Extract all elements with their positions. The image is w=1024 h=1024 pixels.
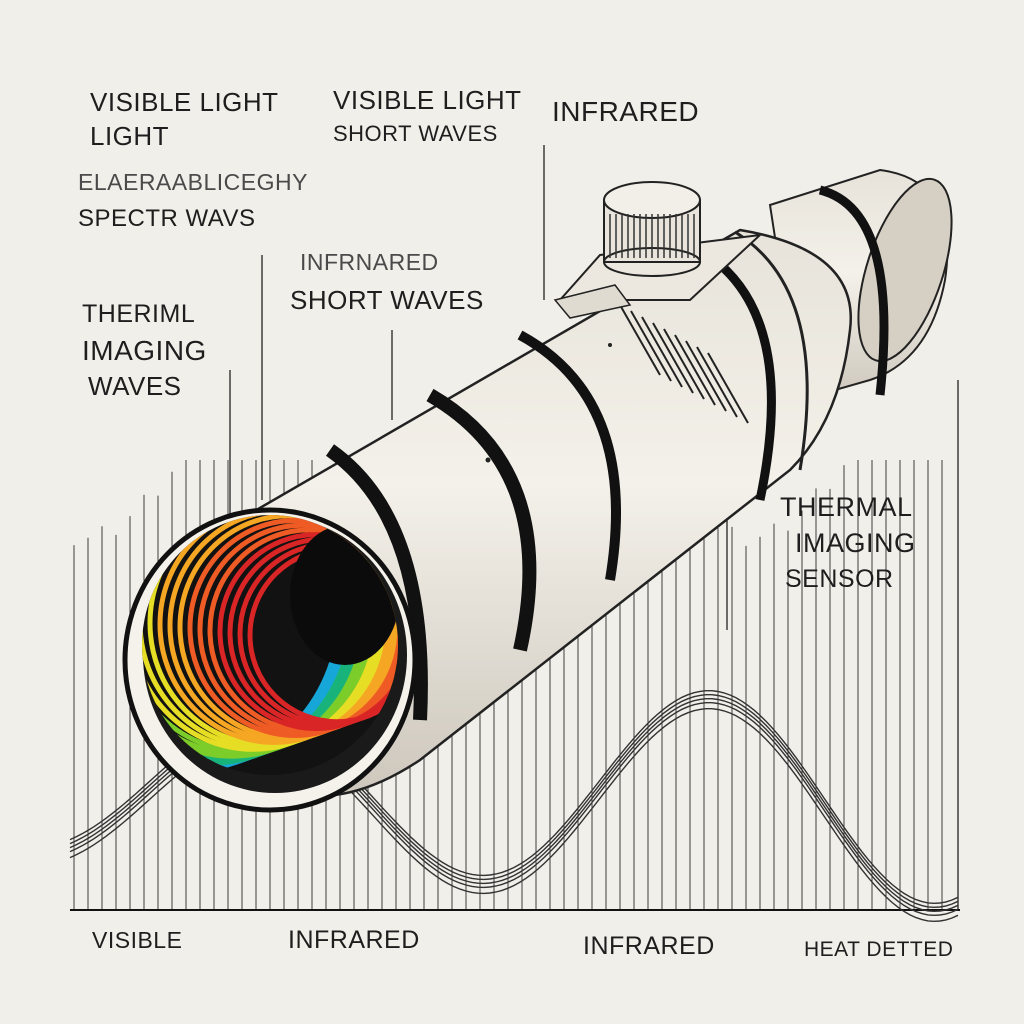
grip-ridge [630,310,672,382]
grip-ridge [663,328,705,400]
telescope-scope [122,168,953,813]
label-infrnared: INFRNARED [300,249,439,275]
lens-ring [217,532,398,732]
axis-label-infrared-2: INFRARED [583,932,715,960]
label-theriml: THERIML [82,300,196,328]
axis-label-visible: VISIBLE [92,927,183,953]
grip-ridge [674,334,716,406]
grip-ridge [641,316,683,388]
scope-ring [325,444,428,721]
label-thermal-sensor-3: SENSOR [785,565,894,593]
turret-knob [557,181,763,301]
label-short-waves-1: SHORT WAVES [333,121,498,146]
label-thermal-sensor-1: THERMAL [780,492,913,522]
slide-switch [553,284,632,319]
label-thermal-sensor-2: IMAGING [795,528,916,558]
label-imaging-left: IMAGING [82,335,207,366]
grip-ridge [619,304,661,376]
grip-ridge [696,346,738,418]
grip-ridge [685,340,727,412]
scope-ring [517,330,621,581]
axis-label-heat-detted: HEAT DETTED [804,938,954,961]
label-waves-left: WAVES [88,371,182,401]
focus-grip [619,304,749,424]
grip-ridge [652,322,694,394]
label-visible-light-1: VISIBLE LIGHT [90,87,279,117]
axis-label-infrared-1: INFRARED [288,926,420,954]
scope-ring [426,388,537,652]
label-visible-light-2: VISIBLE LIGHT [333,85,522,115]
label-infrared-top: INFRARED [552,96,700,127]
lens-ring [207,527,398,734]
lens-ring [197,522,398,736]
label-short-waves-2: SHORT WAVES [290,285,484,315]
grip-ridge [707,352,749,424]
label-garbled-spectrum: ELAERAABLICEGHY [78,169,308,195]
scope-ring [734,230,809,471]
label-spectr-waves: SPECTR WAVS [78,205,256,232]
lens-ring [187,518,398,738]
label-light: LIGHT [90,121,170,151]
